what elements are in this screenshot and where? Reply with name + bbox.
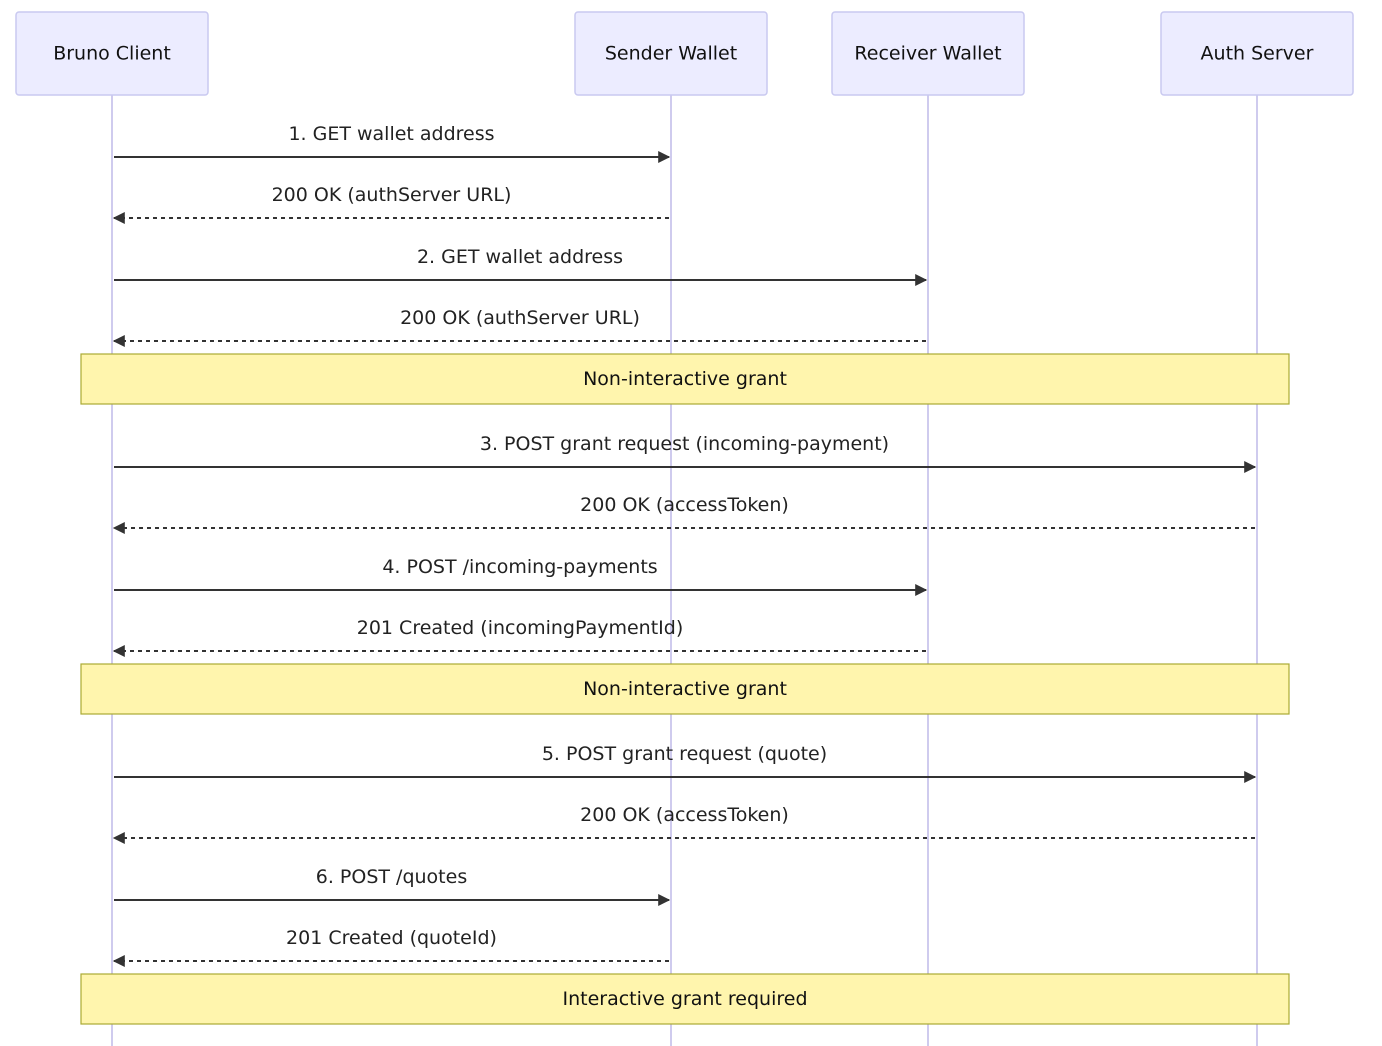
steps: 1. GET wallet address 200 OK (authServer …	[80, 123, 1290, 1025]
request-message: 2. GET wallet address	[114, 246, 928, 286]
note-box	[80, 973, 1290, 1025]
note-label: Non-interactive grant	[583, 678, 787, 700]
lifelines	[111, 95, 1258, 1046]
participant-box	[831, 11, 1025, 96]
request-message: 5. POST grant request (quote)	[114, 743, 1257, 783]
note: Non-interactive grant	[80, 663, 1290, 715]
request-message: 1. GET wallet address	[114, 123, 671, 163]
participant-label: Bruno Client	[53, 43, 171, 65]
note: Interactive grant required	[80, 973, 1290, 1025]
response-message: 200 OK (authServer URL)	[112, 184, 669, 224]
note-box	[80, 663, 1290, 715]
note-label: Non-interactive grant	[583, 368, 787, 390]
request-message: 4. POST /incoming-payments	[114, 556, 928, 596]
note-box	[80, 353, 1290, 405]
message-label: 201 Created (incomingPaymentId)	[357, 617, 684, 639]
participant-box	[1160, 11, 1354, 96]
participant-box	[15, 11, 209, 96]
participant-sender: Sender Wallet	[574, 11, 768, 96]
message-label: 200 OK (authServer URL)	[400, 307, 640, 329]
response-message: 201 Created (incomingPaymentId)	[112, 617, 926, 657]
participant-auth: Auth Server	[1160, 11, 1354, 96]
participant-label: Receiver Wallet	[854, 43, 1001, 65]
note: Non-interactive grant	[80, 353, 1290, 405]
response-message: 200 OK (accessToken)	[112, 804, 1255, 844]
response-message: 201 Created (quoteId)	[112, 927, 669, 967]
message-label: 5. POST grant request (quote)	[542, 743, 827, 765]
message-label: 200 OK (accessToken)	[580, 804, 789, 826]
message-label: 200 OK (authServer URL)	[272, 184, 512, 206]
request-message: 6. POST /quotes	[114, 866, 671, 906]
participant-receiver: Receiver Wallet	[831, 11, 1025, 96]
message-label: 1. GET wallet address	[288, 123, 494, 145]
message-label: 6. POST /quotes	[316, 866, 467, 888]
participant-label: Auth Server	[1201, 43, 1314, 65]
request-message: 3. POST grant request (incoming-payment)	[114, 433, 1257, 473]
participant-box	[574, 11, 768, 96]
message-label: 201 Created (quoteId)	[286, 927, 497, 949]
participant-client: Bruno Client	[15, 11, 209, 96]
note-label: Interactive grant required	[562, 988, 807, 1010]
message-label: 2. GET wallet address	[417, 246, 623, 268]
message-label: 3. POST grant request (incoming-payment)	[480, 433, 889, 455]
participants: Bruno Client Sender Wallet Receiver Wallet…	[15, 11, 1354, 96]
message-label: 200 OK (accessToken)	[580, 494, 789, 516]
participant-label: Sender Wallet	[605, 43, 737, 65]
message-label: 4. POST /incoming-payments	[382, 556, 657, 578]
response-message: 200 OK (accessToken)	[112, 494, 1255, 534]
response-message: 200 OK (authServer URL)	[112, 307, 926, 347]
